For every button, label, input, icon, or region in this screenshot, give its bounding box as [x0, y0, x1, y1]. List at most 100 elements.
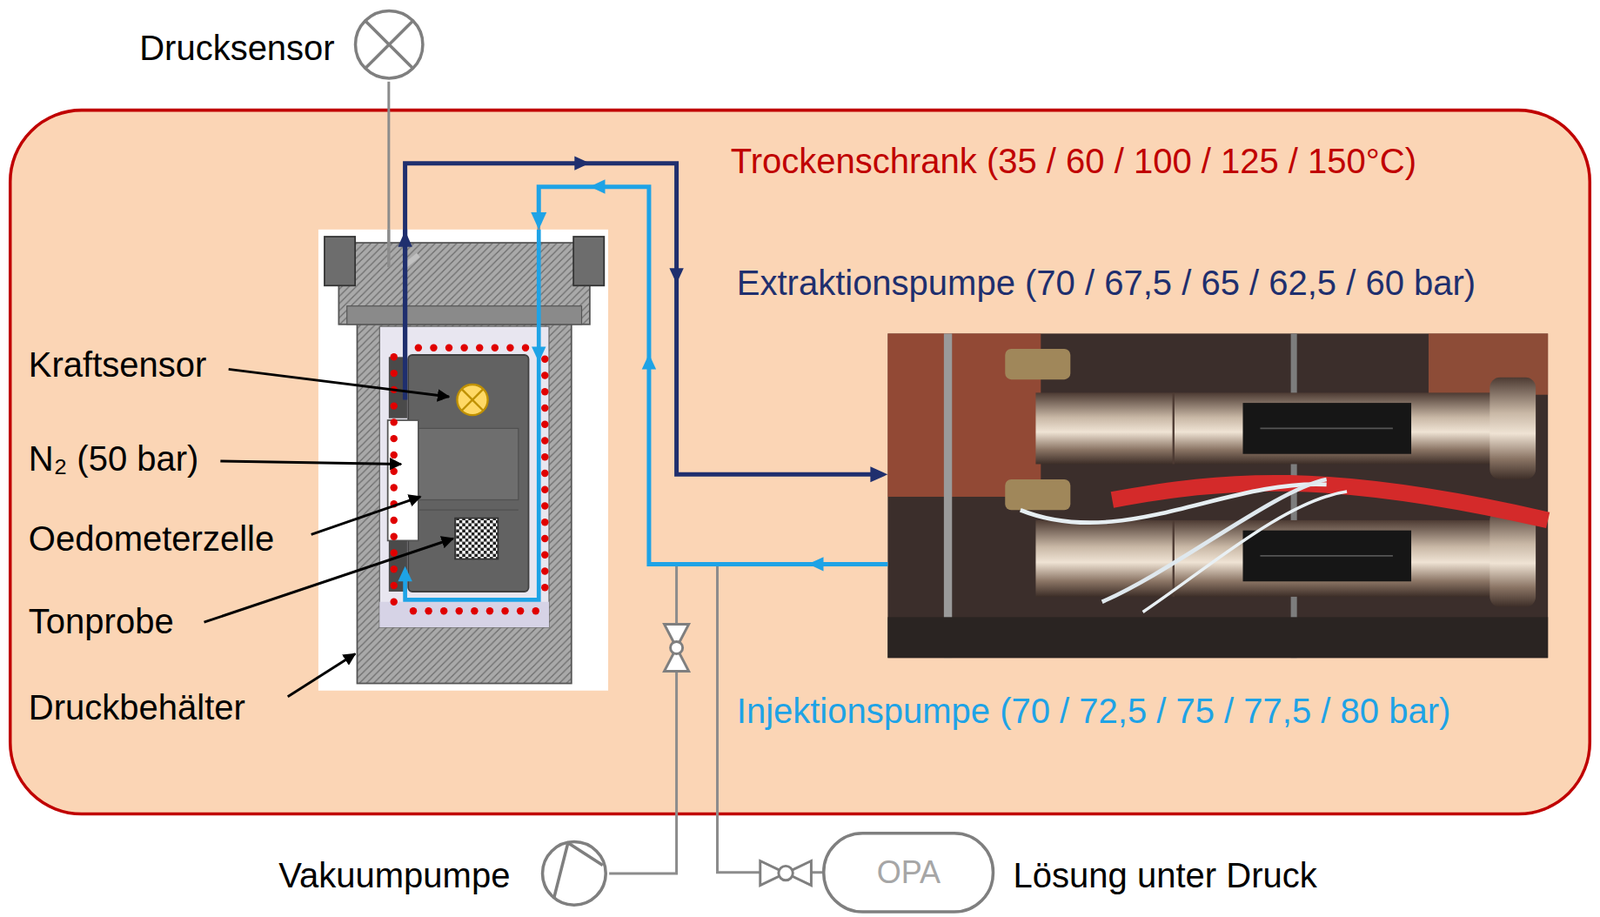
- tank-outline: [823, 833, 994, 912]
- nitrogen-dot: [460, 344, 468, 352]
- nitrogen-dot: [541, 567, 549, 575]
- text-holder: Druckbehälter: [28, 687, 246, 728]
- text-holder: N₂ (50 bar): [28, 438, 200, 479]
- nitrogen-dot: [541, 354, 549, 362]
- solution-tank: OPALösung unter Druck: [822, 831, 995, 914]
- flow-connector: [538, 187, 677, 874]
- injection-pump-label: Injektionspumpe (70 / 72,5 / 75 / 77,5 /…: [736, 690, 1452, 731]
- pump-photo: [1172, 520, 1175, 597]
- pump-photo: [1489, 509, 1536, 607]
- pump-photo: [1259, 555, 1393, 557]
- pump-circle: [542, 842, 607, 906]
- text-holder: Oedometerzelle: [28, 518, 275, 559]
- nitrogen-dot: [541, 535, 549, 543]
- nitrogen-dot: [541, 421, 549, 429]
- pump-photo: [1291, 333, 1298, 658]
- pump-photo: [887, 333, 1548, 658]
- pump-photo: [1489, 377, 1536, 480]
- pump-photo: [1143, 491, 1348, 612]
- nitrogen-dot: [389, 353, 397, 361]
- force-sensor-symbol: [456, 384, 488, 416]
- pump-photo: [1243, 402, 1413, 455]
- clay-sample: [455, 518, 498, 560]
- nitrogen-dot: [445, 344, 453, 352]
- nitrogen-dot: [541, 502, 549, 509]
- nitrogen-dot: [455, 607, 463, 615]
- tank-note: Lösung unter Druck: [1013, 855, 1318, 896]
- nitrogen-dot: [541, 551, 549, 559]
- pump-photo: [1111, 482, 1548, 521]
- internal-flow-lines: [531, 347, 546, 363]
- text-holder: Trockenschrank (35 / 60 / 100 / 125 / 15…: [730, 140, 1417, 181]
- pump-photo: [1259, 428, 1393, 430]
- internal-flow-lines: [402, 229, 408, 401]
- nitrogen-dot: [389, 598, 397, 606]
- nitrogen-dot: [532, 607, 540, 615]
- nitrogen-dot: [389, 532, 397, 540]
- pressure-vessel-drawing: [573, 236, 604, 286]
- nitrogen-dot: [389, 451, 397, 459]
- valve-symbol: [670, 641, 683, 654]
- nitrogen-dot: [541, 453, 549, 461]
- force-sensor-symbol: [461, 388, 484, 411]
- leader-lines: [220, 461, 402, 465]
- pump-photo: [1004, 348, 1071, 380]
- flow-connector: [538, 187, 888, 565]
- flow-direction-arrows: [574, 155, 590, 170]
- sensor-cross: [365, 20, 414, 69]
- nitrogen-dot: [491, 344, 499, 352]
- oedometer-cell-drawing: [418, 509, 519, 511]
- clay-sample: [455, 518, 498, 560]
- nitrogen-dot: [429, 344, 437, 352]
- oedometer-cell-drawing: [388, 420, 419, 541]
- internal-flow-lines: [397, 230, 412, 248]
- pressure-vessel-drawing: [379, 602, 549, 628]
- flow-direction-arrows: [589, 179, 606, 194]
- nitrogen-dot: [389, 548, 397, 556]
- pressure-vessel-drawing: [387, 229, 391, 268]
- nitrogen-dot: [541, 436, 549, 444]
- nitrogen-dot: [389, 467, 397, 475]
- part-label: Tonprobe: [28, 601, 175, 642]
- valve-symbol: [760, 861, 812, 886]
- pressure-vessel-drawing: [338, 242, 590, 325]
- nitrogen-dot: [541, 371, 549, 379]
- nitrogen-dot: [486, 607, 494, 615]
- part-label: Kraftsensor: [28, 344, 208, 385]
- region-title: Trockenschrank (35 / 60 / 100 / 125 / 15…: [730, 140, 1417, 181]
- nitrogen-dot: [389, 369, 397, 377]
- arrowhead: [530, 212, 547, 230]
- nitrogen-dot: [389, 418, 397, 426]
- oven-region-shape: [10, 110, 1591, 815]
- nitrogen-dot: [440, 607, 448, 615]
- text-holder: Drucksensor: [139, 27, 335, 68]
- force-sensor-symbol: [456, 384, 488, 416]
- pressure-vessel: Druckbehälter: [318, 229, 609, 691]
- flow-connector: [405, 163, 877, 476]
- flow-direction-arrows: [642, 354, 657, 370]
- pump-photo: [943, 333, 952, 658]
- nitrogen-dot: [424, 607, 432, 615]
- part-label: N₂ (50 bar): [28, 438, 200, 479]
- nitrogen-dot: [541, 583, 549, 591]
- nitrogen-dot: [389, 516, 397, 524]
- oven-region: Druckbehälter Extraktionspumpe (70 / 67,5…: [10, 110, 1591, 815]
- nitrogen-dot: [415, 344, 422, 352]
- nitrogen-dots: [389, 344, 549, 616]
- nitrogen-dot: [470, 607, 478, 615]
- force-sensor-symbol: [461, 388, 484, 411]
- internal-flow-lines: [405, 229, 540, 601]
- oedometer-cell-drawing: [408, 354, 529, 592]
- flow-direction-arrows: [808, 556, 824, 571]
- sensor-label: Drucksensor: [139, 27, 335, 68]
- text-holder: Extraktionspumpe (70 / 67,5 / 65 / 62,5 …: [736, 262, 1476, 303]
- text-holder: Kraftsensor: [28, 344, 208, 385]
- extraction-pump-label: Extraktionspumpe (70 / 67,5 / 65 / 62,5 …: [736, 262, 1476, 303]
- internal-flow-lines: [397, 566, 412, 583]
- flow-direction-arrows: [669, 267, 683, 284]
- nitrogen-dot: [541, 469, 549, 477]
- internal-flow-lines: [397, 229, 546, 601]
